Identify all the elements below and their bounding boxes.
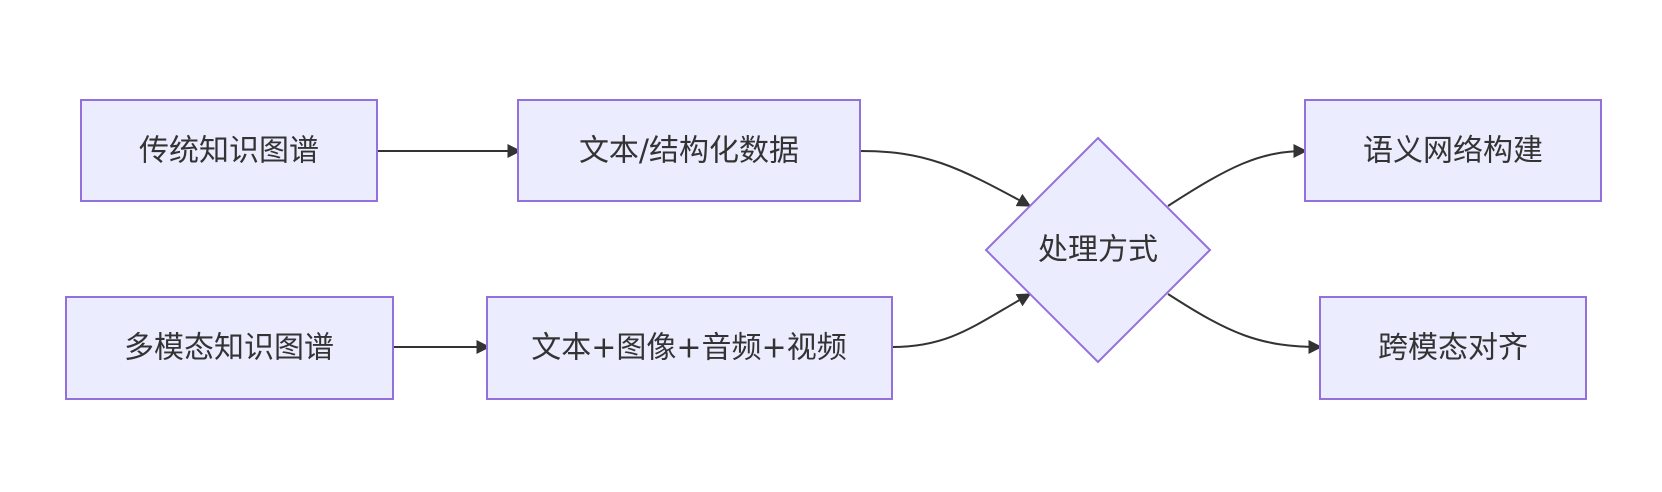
edge-text-structured-to-processing	[859, 150, 1032, 207]
node-multimodal-kg: 多模态知识图谱	[65, 296, 394, 400]
node-traditional-kg: 传统知识图谱	[80, 99, 378, 202]
edge-text-image-audio-video-to-processing	[891, 293, 1032, 348]
node-cross-modal: 跨模态对齐	[1319, 296, 1587, 400]
node-label-cross-modal: 跨模态对齐	[1378, 331, 1528, 366]
node-label-text-image-audio-video: 文本+图像+音频+视频	[531, 331, 846, 366]
node-processing: 处理方式	[984, 136, 1212, 364]
node-label-traditional-kg: 传统知识图谱	[139, 134, 319, 169]
edge-processing-to-semantic-network	[1167, 144, 1308, 207]
node-text-image-audio-video: 文本+图像+音频+视频	[486, 296, 893, 400]
node-label-text-structured: 文本/结构化数据	[579, 134, 799, 169]
node-label-semantic-network: 语义网络构建	[1363, 134, 1543, 169]
node-text-structured: 文本/结构化数据	[517, 99, 861, 202]
node-label-multimodal-kg: 多模态知识图谱	[124, 331, 334, 366]
edge-processing-to-cross-modal	[1167, 293, 1323, 354]
node-semantic-network: 语义网络构建	[1304, 99, 1602, 202]
node-label-processing: 处理方式	[1038, 233, 1158, 268]
edges	[378, 144, 1323, 354]
